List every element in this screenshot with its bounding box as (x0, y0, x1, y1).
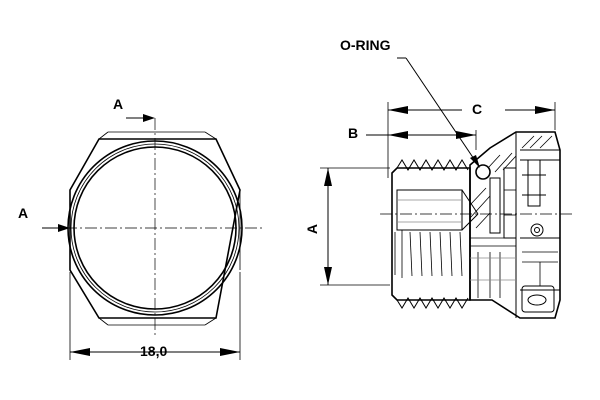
hatching (469, 135, 553, 229)
dim-b-label: B (348, 125, 359, 141)
side-view (320, 57, 572, 319)
oring-label: O-RING (340, 37, 391, 53)
hex-outline (69, 138, 241, 319)
dim-c-label: C (472, 101, 483, 117)
width-dimension-label: 18,0 (140, 343, 168, 359)
section-label-left: A (18, 205, 29, 221)
front-view (42, 114, 265, 360)
o-ring (475, 164, 491, 180)
section-label-top: A (113, 96, 124, 112)
dim-a-label: A (304, 223, 321, 235)
